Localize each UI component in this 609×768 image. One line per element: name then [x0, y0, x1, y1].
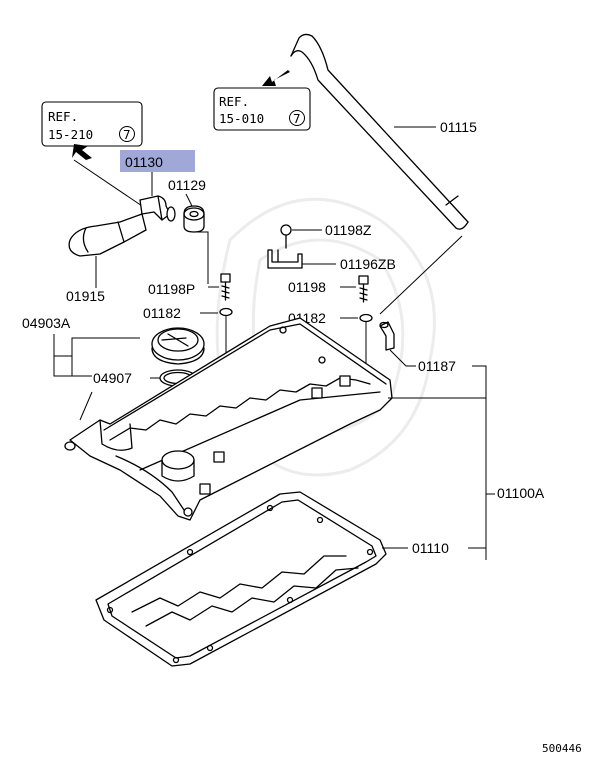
- hose-01915[interactable]: [68, 213, 147, 257]
- breather-hose-01115[interactable]: [290, 33, 469, 230]
- ref-15-010-line1: REF.: [219, 94, 249, 109]
- label-04907[interactable]: 04907: [93, 370, 132, 386]
- rocker-cover-01100A[interactable]: [64, 317, 393, 521]
- ref-box-15-010[interactable]: REF. 15-010 7: [213, 87, 311, 131]
- label-01110[interactable]: 01110: [412, 540, 449, 556]
- oil-filler-cap-04903A[interactable]: [151, 327, 205, 365]
- label-01115[interactable]: 01115: [440, 119, 477, 135]
- ref-15-010-circled: 7: [293, 111, 301, 126]
- label-01915[interactable]: 01915: [66, 288, 105, 304]
- label-01198[interactable]: 01198: [288, 279, 326, 295]
- label-01187[interactable]: 01187: [418, 358, 456, 374]
- bolt-01198[interactable]: [358, 275, 369, 303]
- label-01198P[interactable]: 01198P: [148, 281, 195, 297]
- washer-01182-left[interactable]: [219, 307, 233, 317]
- arrow-to-ref-15-010: [262, 70, 290, 86]
- label-01100A[interactable]: 01100A: [497, 485, 545, 501]
- label-01130[interactable]: 01130: [125, 154, 163, 170]
- ref-15-210-line2: 15-210: [48, 127, 93, 142]
- ref-box-15-210[interactable]: REF. 15-210 7: [41, 101, 143, 147]
- label-01196ZB[interactable]: 01196ZB: [340, 256, 396, 272]
- label-01182-left[interactable]: 01182: [143, 305, 181, 321]
- arrow-to-ref-15-210: [72, 144, 92, 160]
- bolt-01198P[interactable]: [220, 273, 231, 301]
- diagram-number: 500446: [542, 742, 582, 755]
- washer-01182-right[interactable]: [359, 313, 373, 323]
- ref-15-010-line2: 15-010: [219, 111, 264, 126]
- bracket-01196ZB[interactable]: [267, 249, 303, 269]
- pipe-01187[interactable]: [379, 321, 395, 351]
- ref-15-210-circled: 7: [123, 127, 131, 142]
- pcv-valve-01130[interactable]: [139, 195, 176, 222]
- grommet-01129[interactable]: [183, 205, 205, 233]
- ref-15-210-line1: REF.: [48, 109, 78, 124]
- label-01198Z[interactable]: 01198Z: [325, 222, 372, 238]
- highlight-01130: [120, 150, 195, 172]
- gasket-01110[interactable]: [95, 491, 387, 667]
- bolt-01198Z[interactable]: [280, 224, 292, 249]
- label-01129[interactable]: 01129: [168, 177, 206, 193]
- label-04903A[interactable]: 04903A: [22, 315, 71, 331]
